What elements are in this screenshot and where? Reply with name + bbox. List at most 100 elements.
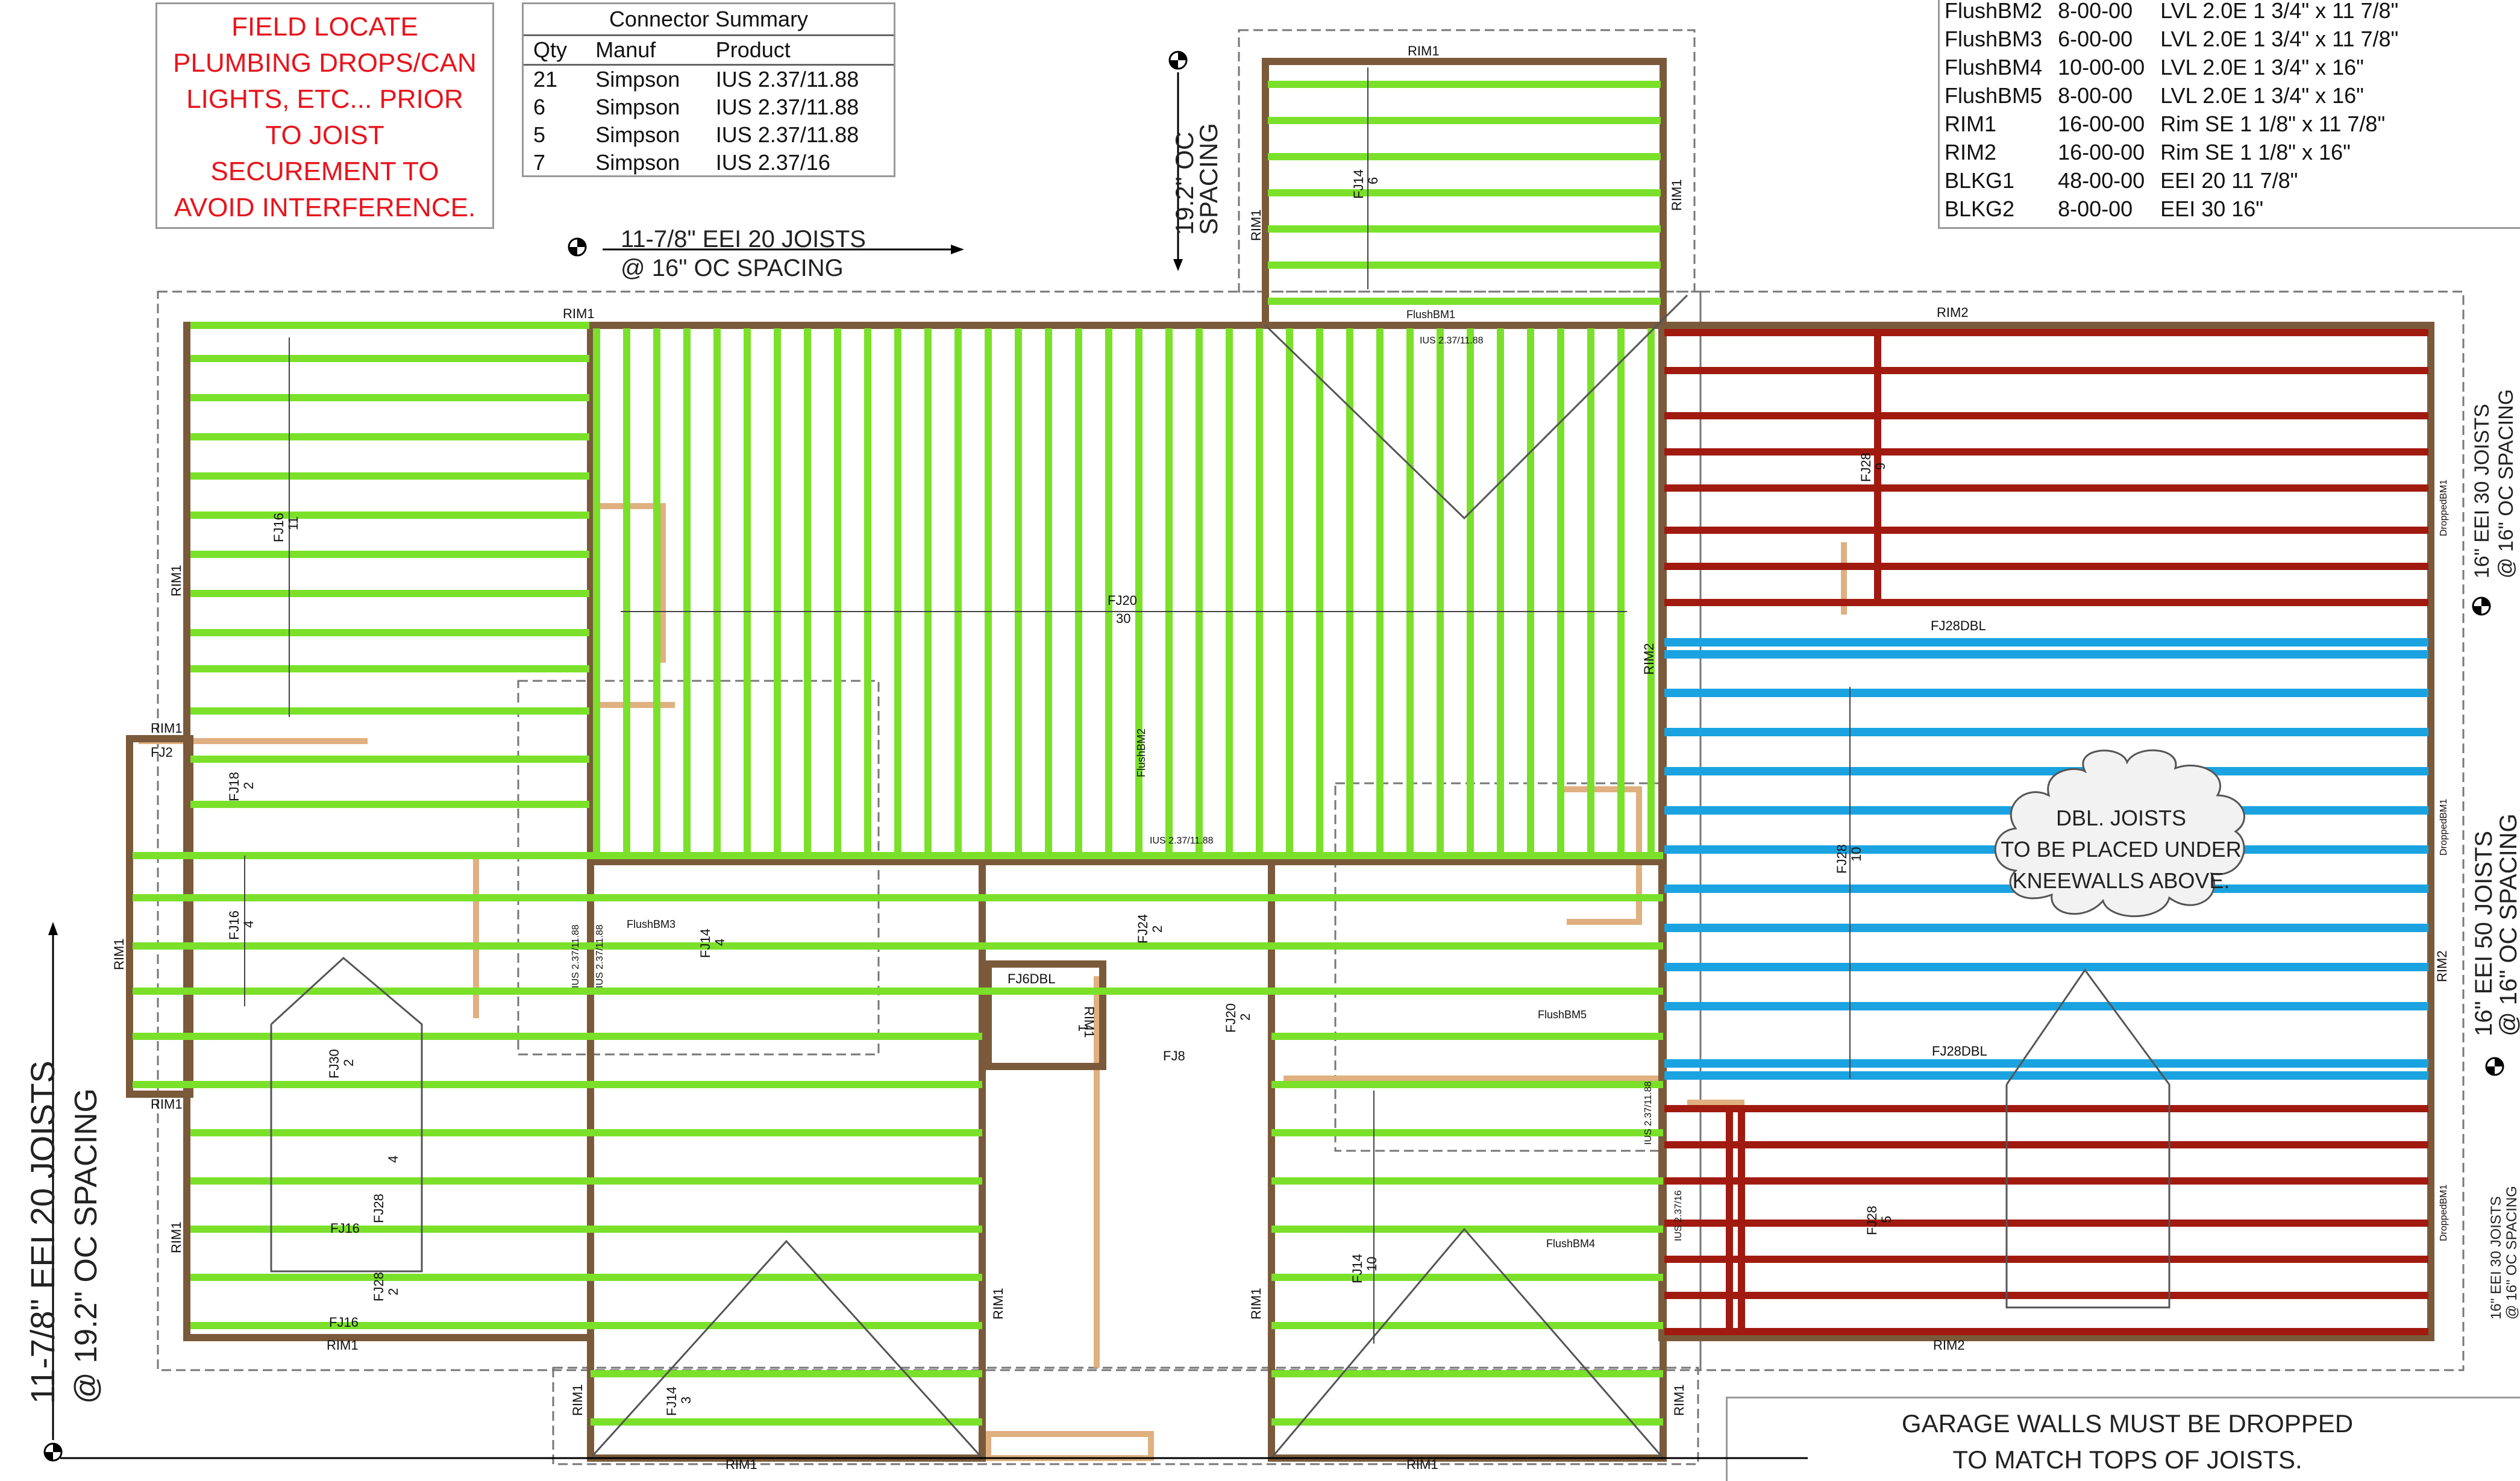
callout-left-joists: 11-7/8" EEI 20 JOISTS [24,1060,61,1404]
label-count: 6 [1365,177,1381,184]
cell: 10-00-00 [2058,55,2145,80]
label-fj30: FJ30 [327,1049,342,1079]
label-fj20: FJ20 [1108,593,1137,608]
connector-summary-title: Connector Summary [524,4,894,36]
label-count: 4 [241,921,256,928]
field-note-line: LIGHTS, ETC... PRIOR [186,84,463,114]
label-count: 2 [241,782,256,789]
callout-right-bot: 16" EEI 30 JOISTS [2488,1196,2504,1320]
label-count: 4 [386,1156,401,1163]
label-flushbm4: FlushBM4 [1546,1238,1595,1250]
label-fj2: FJ2 [151,745,173,760]
cell: FlushBM3 [1945,27,2043,51]
label-rim1: RIM1 [111,938,127,970]
label-rim2: RIM2 [1933,1338,1965,1353]
label-flushbm5: FlushBM5 [1538,1009,1587,1021]
label-droppedbm1: DroppedBM1 [2439,480,2449,536]
col-product: Product [706,36,894,66]
callout-left-spacing: @ 19.2" OC SPACING [69,1088,104,1404]
table-row: 21 Simpson IUS 2.37/11.88 [524,65,894,94]
label-rim1: RIM1 [151,721,183,736]
col-qty: Qty [524,36,586,66]
label-count: 2 [1150,925,1165,933]
label-rim1: RIM1 [1082,1006,1097,1038]
callout-right-top: 16" EEI 30 JOISTS [2471,404,2493,578]
garage-note-line: GARAGE WALLS MUST BE DROPPED [1901,1409,2354,1438]
cell: 5 [533,122,546,147]
cell: LVL 2.0E 1 3/4" x 11 7/8" [2160,0,2399,23]
label-count: 2 [386,1288,401,1295]
cell: Simpson [595,122,680,147]
field-note-line: AVOID INTERFERENCE. [174,193,476,222]
cell: BLKG1 [1945,168,2015,193]
callout-top-spacing: 19.2" OC [1170,132,1199,235]
direction-markers [43,51,2504,1462]
callout-right-mid: 16" EEI 50 JOISTS [2471,831,2497,1036]
cell: Simpson [595,67,680,92]
label-fj28dbl: FJ28DBL [1932,1044,1987,1059]
label-fj24: FJ24 [1135,914,1150,944]
callout-top-joists: 11-7/8" EEI 20 JOISTS [621,226,866,252]
label-fj16: FJ16 [227,910,242,940]
cell: 8-00-00 [2058,196,2133,221]
wall-outline [157,29,2465,1465]
cell: IUS 2.37/11.88 [715,67,859,92]
garage-note: GARAGE WALLS MUST BE DROPPED TO MATCH TO… [1728,1406,2520,1478]
dimension-lines [244,67,1851,1344]
label-rim1: RIM1 [563,306,595,321]
label-fj28dbl: FJ28DBL [1931,618,1986,633]
label-fj16: FJ16 [271,513,286,542]
label-flushbm3: FlushBM3 [627,918,675,930]
label-count: 11 [286,516,301,530]
cloud-note-line: KNEEWALLS ABOVE. [2013,868,2230,893]
red-joists [1664,329,2428,1335]
callout-top-joists-spacing: @ 16" OC SPACING [621,255,844,281]
cell: LVL 2.0E 1 3/4" x 16" [2160,55,2364,80]
cell: LVL 2.0E 1 3/4" x 16" [2160,83,2364,108]
connector-summary-table: Connector Summary Qty Manuf Product 21 S… [524,4,894,177]
green-joists-center [593,328,1655,859]
label-rim1: RIM1 [1672,1384,1687,1416]
label-rim1: RIM1 [327,1338,359,1353]
callout-top-spacing-2: SPACING [1194,123,1223,235]
label-count: 2 [1238,1013,1253,1021]
label-rim1: RIM1 [169,565,184,596]
cell: Simpson [595,95,680,119]
label-fj14: FJ14 [664,1386,679,1416]
callouts: 11-7/8" EEI 20 JOISTS @ 16" OC SPACING 1… [24,123,2520,1404]
label-fj28: FJ28 [1858,452,1873,482]
cell: 6 [533,95,546,119]
label-fj28: FJ28 [1834,844,1849,874]
label-fj14: FJ14 [1350,1254,1365,1283]
label-count: 4 [712,939,727,946]
label-droppedbm1: DroppedBM1 [2439,1185,2449,1241]
garage-note-line: TO MATCH TOPS OF JOISTS. [1952,1445,2302,1474]
label-fj16: FJ16 [329,1315,359,1330]
cell: 8-00-00 [2058,83,2133,108]
table-row: 6 Simpson IUS 2.37/11.88 [524,93,894,121]
field-locate-note: FIELD LOCATE PLUMBING DROPS/CAN LIGHTS, … [155,2,494,229]
cell: 48-00-00 [2058,168,2145,193]
field-note-line: PLUMBING DROPS/CAN [173,48,477,78]
cell: FlushBM5 [1945,83,2043,108]
cell: FlushBM2 [1945,0,2043,23]
label-rim1: RIM1 [1406,1457,1438,1472]
callout-right-top-spacing: @ 16" OC SPACING [2495,389,2518,578]
callout-right-mid-spacing: @ 16" OC SPACING [2495,813,2520,1036]
label-flushbm2: FlushBM2 [1135,728,1147,777]
rim-boards [126,58,2434,1462]
table-row: FlushBM5 8-00-00 LVL 2.0E 1 3/4" x 16" [1940,81,2409,110]
field-note-line: TO JOIST [265,121,384,150]
label-rim2: RIM2 [1937,305,1969,320]
connector-summary: Connector Summary Qty Manuf Product 21 S… [522,2,895,177]
callout-right-bot-spacing: @ 16" OC SPACING [2504,1186,2520,1320]
cell: IUS 2.37/16 [715,150,830,175]
cell: EEI 30 16" [2160,196,2264,221]
